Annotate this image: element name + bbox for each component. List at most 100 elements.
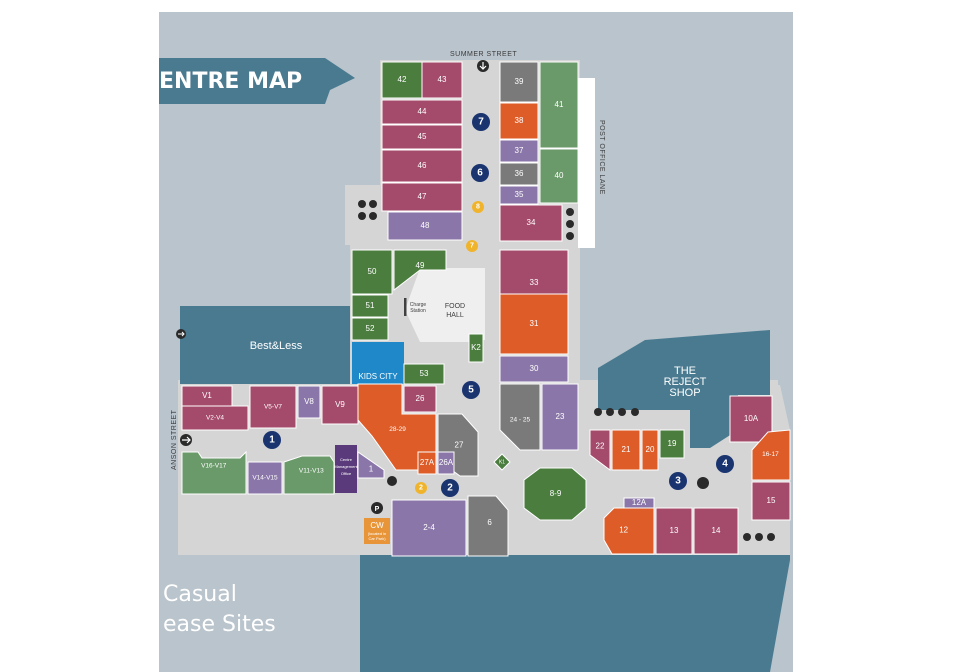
shop-V14-V15[interactable]	[247, 461, 283, 495]
shop-15[interactable]	[751, 481, 791, 521]
zone-marker-m7[interactable]	[472, 113, 490, 131]
shop-label: 16-17	[762, 451, 779, 458]
shop-label: 47	[418, 192, 427, 201]
shop-V8[interactable]	[297, 385, 321, 419]
shop-label: 51	[366, 301, 375, 310]
shop-37[interactable]	[499, 139, 539, 163]
shop-K1[interactable]	[493, 453, 511, 471]
shop-34[interactable]	[499, 204, 563, 242]
marker-label: 4	[722, 459, 728, 470]
shop-13[interactable]	[655, 507, 693, 555]
bottom-anchor-store	[360, 555, 790, 672]
shop-46[interactable]	[381, 149, 463, 183]
car-park-area	[159, 555, 360, 672]
shop-31[interactable]	[499, 293, 569, 355]
shop-45[interactable]	[381, 124, 463, 150]
shop-V16-V17[interactable]	[181, 450, 247, 495]
marker-label: 3	[675, 476, 681, 487]
accessible-icon	[618, 408, 626, 416]
shop-K2[interactable]	[468, 333, 484, 363]
accessible-icon	[369, 200, 377, 208]
shop-10A[interactable]	[729, 395, 773, 443]
centre-office-label-1: Centre	[340, 457, 353, 462]
info-marker-y7[interactable]	[466, 240, 478, 252]
shop-V5-V7[interactable]	[249, 385, 297, 429]
shop-43[interactable]	[421, 61, 463, 99]
zone-marker-m2[interactable]	[441, 479, 459, 497]
shop-label: 39	[515, 77, 524, 86]
shop-16-17[interactable]	[751, 429, 791, 481]
shop-26A[interactable]	[437, 451, 455, 475]
shop-22[interactable]	[589, 429, 611, 471]
shop-6[interactable]	[467, 495, 509, 557]
shop-48[interactable]	[387, 211, 463, 241]
shop-label: 46	[418, 161, 427, 170]
shop-51[interactable]	[351, 294, 389, 318]
shop-41[interactable]	[539, 61, 579, 149]
shop-38[interactable]	[499, 102, 539, 140]
shop-label: K1	[499, 459, 505, 465]
shop-V9[interactable]	[321, 385, 359, 425]
shop-53[interactable]	[403, 363, 445, 385]
shop-8-9[interactable]	[523, 467, 587, 521]
shop-42[interactable]	[381, 61, 423, 99]
info-marker-y2[interactable]	[415, 482, 427, 494]
anson-street-label: ANSON STREET	[171, 409, 178, 470]
info-marker-y8[interactable]	[472, 201, 484, 213]
shop-label: 12A	[632, 498, 647, 507]
shop-label: 26	[416, 394, 425, 403]
shop-12[interactable]	[603, 507, 655, 555]
reject-shop-label-2: REJECT	[664, 376, 707, 388]
shop-40[interactable]	[539, 148, 579, 204]
accessible-icon	[369, 212, 377, 220]
shop-44[interactable]	[381, 99, 463, 125]
shop-47[interactable]	[381, 182, 463, 212]
shop-30[interactable]	[499, 355, 569, 383]
zone-marker-m4[interactable]	[716, 455, 734, 473]
shop-50[interactable]	[351, 249, 393, 295]
shop-label: 31	[530, 319, 539, 328]
zone-marker-m5[interactable]	[462, 381, 480, 399]
shop-14[interactable]	[693, 507, 739, 555]
cw-store[interactable]	[364, 518, 390, 544]
shop-label: 14	[712, 526, 721, 535]
shop-24-25[interactable]	[499, 383, 541, 451]
legend-line-2: ease Sites	[163, 612, 276, 637]
marker-label: 7	[470, 243, 474, 250]
shop-V2-V4[interactable]	[181, 405, 249, 431]
best-and-less-store[interactable]	[180, 306, 350, 384]
shop-label: 27A	[420, 458, 435, 467]
reject-shop-store[interactable]	[598, 330, 770, 448]
shop-23[interactable]	[541, 383, 579, 451]
shop-49[interactable]	[393, 249, 447, 292]
shop-label: V9	[335, 400, 345, 409]
shop-2-4[interactable]	[391, 499, 467, 557]
accessible-icon	[566, 232, 574, 240]
marker-label: 6	[477, 168, 483, 179]
shop-36[interactable]	[499, 162, 539, 186]
shop-52[interactable]	[351, 317, 389, 341]
zone-marker-m1[interactable]	[263, 431, 281, 449]
food-hall[interactable]	[405, 268, 485, 342]
accessible-icon	[767, 533, 775, 541]
shop-label: 45	[418, 132, 427, 141]
shop-label: 35	[515, 190, 524, 199]
centre-management-office[interactable]	[335, 445, 357, 493]
kids-city-store[interactable]	[352, 342, 404, 384]
zone-marker-m6[interactable]	[471, 164, 489, 182]
zone-marker-m3[interactable]	[669, 472, 687, 490]
shop-label: 49	[416, 261, 425, 270]
shop-26[interactable]	[403, 385, 437, 413]
shop-35[interactable]	[499, 185, 539, 205]
charge-station-label-2: Station	[410, 308, 426, 314]
toilet-icon	[743, 533, 751, 541]
shop-27A[interactable]	[417, 451, 437, 475]
shop-V11-V13[interactable]	[283, 455, 335, 495]
shop-21[interactable]	[611, 429, 641, 471]
shop-19[interactable]	[659, 429, 685, 459]
shop-20[interactable]	[641, 429, 659, 471]
shop-label: 37	[515, 146, 524, 155]
shop-label: 38	[515, 116, 524, 125]
shop-39[interactable]	[499, 61, 539, 103]
shop-1[interactable]	[357, 451, 385, 479]
